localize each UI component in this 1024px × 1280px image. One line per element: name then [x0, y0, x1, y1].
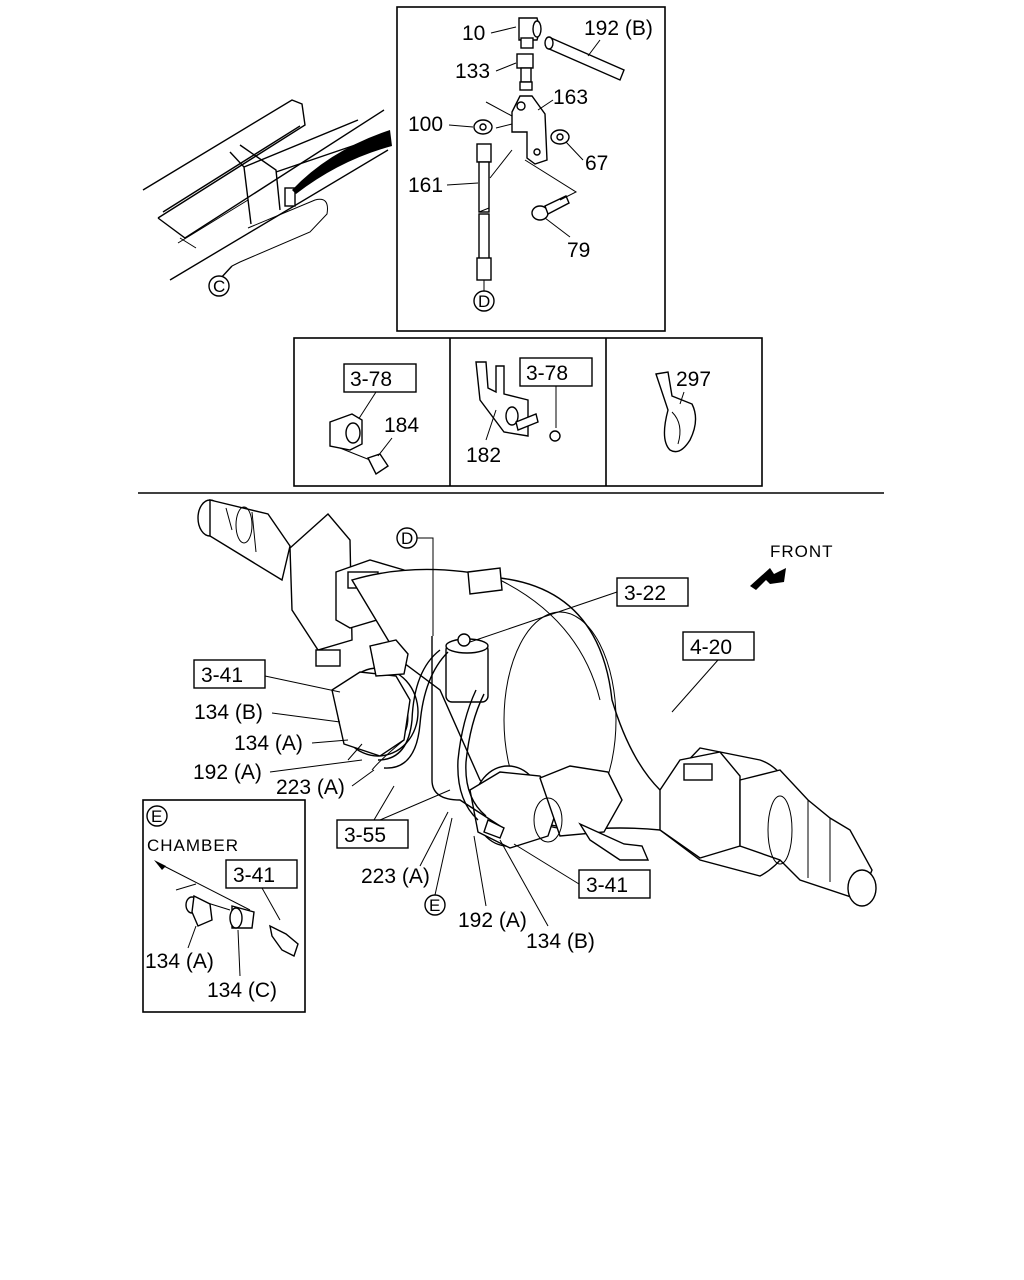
label-10: 10: [462, 22, 485, 45]
frame-bracket: [284, 187, 296, 207]
chamber-arrow-icon: [154, 860, 166, 870]
ref-3-41-top: 3-41: [201, 664, 243, 687]
label-134b-bottom: 134 (B): [526, 930, 595, 953]
label-133: 133: [455, 60, 490, 83]
circle-marker-c: [208, 275, 230, 297]
label-134a-left: 134 (A): [234, 732, 303, 755]
label-161: 161: [408, 174, 443, 197]
label-192a-bottom: 192 (A): [458, 909, 527, 932]
inset-fittings: [185, 894, 299, 957]
assembly-lines-top: [485, 101, 578, 201]
label-134b-left: 134 (B): [194, 701, 263, 724]
label-223a-left: 223 (A): [276, 776, 345, 799]
ref-box-3-41-top: [193, 659, 266, 689]
axle-housing-drawing: [197, 499, 877, 907]
label-163: 163: [553, 86, 588, 109]
kit-row-box: [293, 337, 763, 487]
kit-1: 3-78 184: [329, 363, 419, 476]
inset-label-134a: 134 (A): [145, 950, 214, 973]
marker-d-main-letter: D: [401, 529, 414, 548]
kit2-part: 182: [466, 444, 501, 467]
front-label: FRONT: [770, 542, 834, 561]
ref-3-55: 3-55: [344, 824, 386, 847]
kit1-part: 184: [384, 414, 419, 437]
ref-box-4-20: [682, 631, 755, 661]
part-79-bolt: [531, 195, 570, 221]
marker-c-letter: C: [213, 277, 226, 296]
kit-2: 3-78 182: [466, 357, 593, 467]
labels-top: 10 192 (B) 133 163 100 67 161 79: [408, 17, 653, 262]
kit2-ref: 3-78: [526, 362, 568, 385]
ref-4-20: 4-20: [690, 636, 732, 659]
front-arrow-icon: [750, 568, 786, 590]
label-192a-left: 192 (A): [193, 761, 262, 784]
part-10-elbow: [518, 17, 542, 49]
part-67-nut: [550, 129, 570, 145]
label-79: 79: [567, 239, 590, 262]
label-100: 100: [408, 113, 443, 136]
inset-e-marker: [146, 805, 168, 827]
part-192b-tube: [544, 36, 625, 81]
inset-e-letter: E: [151, 807, 163, 826]
kit-row-dividers: [449, 338, 607, 486]
inset-e-box: [142, 799, 306, 1013]
kit2-ref-box: [519, 357, 593, 387]
kit1-ref-box: [343, 363, 417, 393]
label-67: 67: [585, 152, 608, 175]
part-100-nut: [473, 119, 493, 135]
detail-box-top: [396, 6, 666, 332]
marker-e-main-letter: E: [429, 896, 441, 915]
inset-label-134c: 134 (C): [207, 979, 277, 1002]
label-223a-bottom: 223 (A): [361, 865, 430, 888]
frame-rail-drawing: [142, 99, 392, 281]
part-163-bracket: [511, 95, 548, 165]
kit3-part: 297: [676, 368, 711, 391]
marker-d-top-letter: D: [478, 292, 491, 311]
inset-ref-box: [225, 859, 298, 889]
ref-box-3-55: [336, 819, 409, 849]
ref-3-22: 3-22: [624, 582, 666, 605]
inset-chamber-label: CHAMBER: [147, 836, 239, 855]
ref-3-41-bottom: 3-41: [586, 874, 628, 897]
kit1-ref: 3-78: [350, 368, 392, 391]
ref-box-3-41-bottom: [578, 869, 651, 899]
ref-box-3-22: [616, 577, 689, 607]
inset-ref: 3-41: [233, 864, 275, 887]
part-161-hose: [476, 143, 492, 281]
zoom-wedge: [292, 130, 392, 194]
part-133-adapter: [516, 53, 534, 91]
label-192b: 192 (B): [584, 17, 653, 40]
kit-3: 297: [655, 368, 711, 453]
